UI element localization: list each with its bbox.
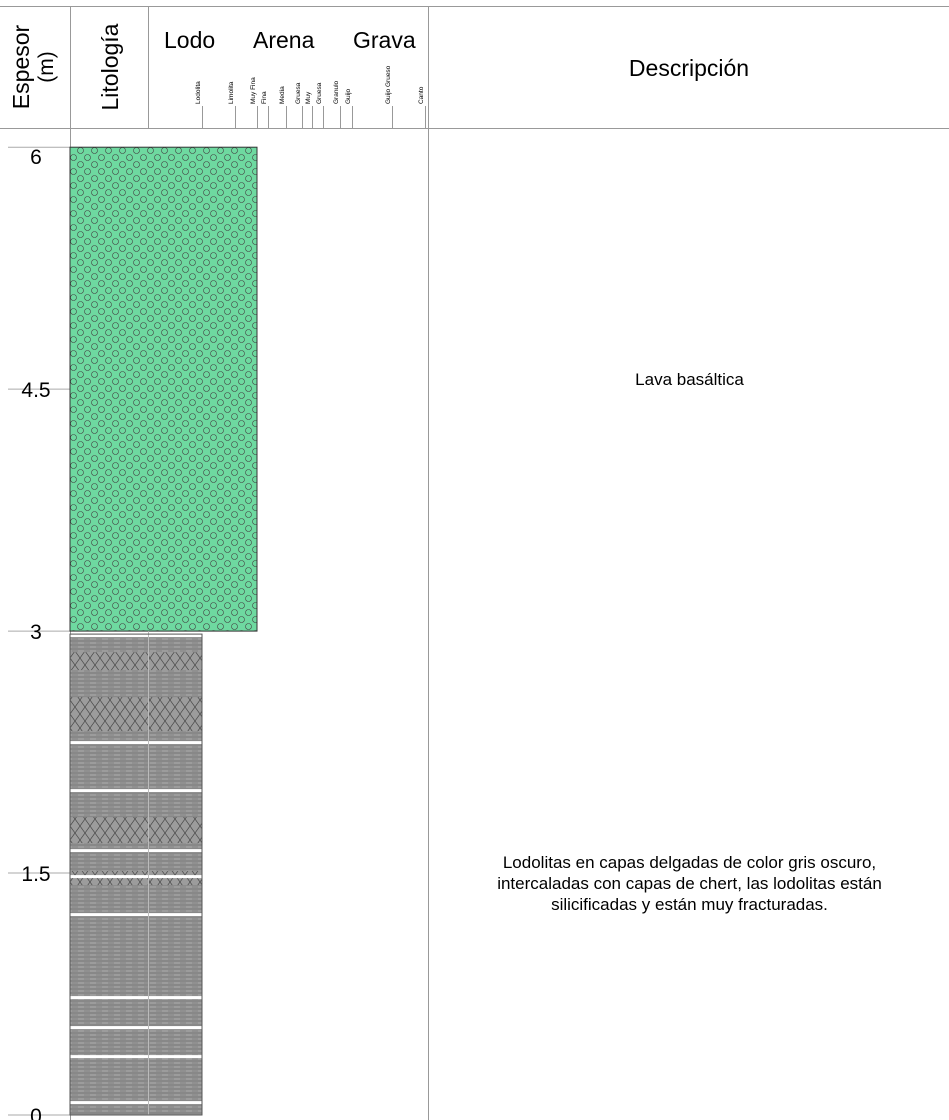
layer-parting	[70, 741, 202, 745]
chert-layer	[70, 697, 202, 732]
thickness-scale: 6 4.5 3 1.5 0	[8, 146, 70, 1120]
layer-parting	[70, 849, 202, 853]
description-line: Lava basáltica	[635, 369, 744, 389]
grain-group-sand: Arena	[253, 27, 315, 53]
layer-parting	[70, 634, 202, 638]
description-header: Descripción	[629, 55, 749, 81]
grain-size-label: Canto	[418, 86, 425, 104]
layer-parting	[70, 875, 202, 879]
scale-tick-label: 6	[30, 146, 42, 169]
description-line: intercaladas con capas de chert, las lod…	[497, 873, 882, 893]
scale-tick-label: 4.5	[21, 379, 50, 402]
layer-parting	[70, 1026, 202, 1030]
description-line: Lodolitas en capas delgadas de color gri…	[502, 852, 877, 872]
grain-size-label: Gruesa	[316, 82, 323, 104]
scale-tick-label: 0	[30, 1105, 42, 1120]
layer-parting	[70, 1101, 202, 1105]
scale-tick-label: 3	[30, 621, 42, 644]
layer-parting	[70, 996, 202, 1000]
lithology-unit	[69, 631, 203, 1116]
grain-group-gravel: Grava	[353, 27, 416, 53]
thickness-header-line1: Espesor	[8, 24, 34, 109]
grain-size-label: Media	[279, 86, 286, 104]
lithology-header: Litología	[97, 23, 123, 110]
grain-size-label: Granulo	[333, 80, 340, 104]
scale-tick-label: 1.5	[21, 863, 50, 886]
chert-layer	[70, 817, 202, 844]
lithology-units	[69, 146, 258, 1116]
grain-size-label: Muy	[305, 91, 312, 104]
layer-parting	[70, 913, 202, 917]
grain-size-label: Guijo Grueso	[385, 65, 392, 104]
grain-size-label: Guijo	[345, 88, 352, 104]
layer-parting	[70, 789, 202, 793]
chert-layer	[70, 652, 202, 671]
unit-outline	[69, 633, 203, 1116]
thickness-header-line2: (m)	[35, 51, 58, 82]
layer-parting	[70, 1055, 202, 1059]
unit-description: Lava basáltica	[430, 369, 949, 390]
grain-size-label: Fina	[261, 91, 268, 104]
basalt-pattern	[70, 147, 257, 632]
unit-description: Lodolitas en capas delgadas de color gri…	[430, 852, 949, 915]
description-line: silicificadas y están muy fracturadas.	[551, 894, 828, 914]
grain-size-label: Gruesa	[295, 82, 302, 104]
grain-size-label: Lodolita	[195, 81, 202, 104]
lithology-unit	[69, 146, 258, 632]
unit-outline	[69, 146, 258, 632]
grain-size-label: Muy Fina	[250, 77, 257, 104]
grain-size-label: Limolita	[228, 81, 235, 104]
grain-group-mud: Lodo	[164, 27, 215, 53]
